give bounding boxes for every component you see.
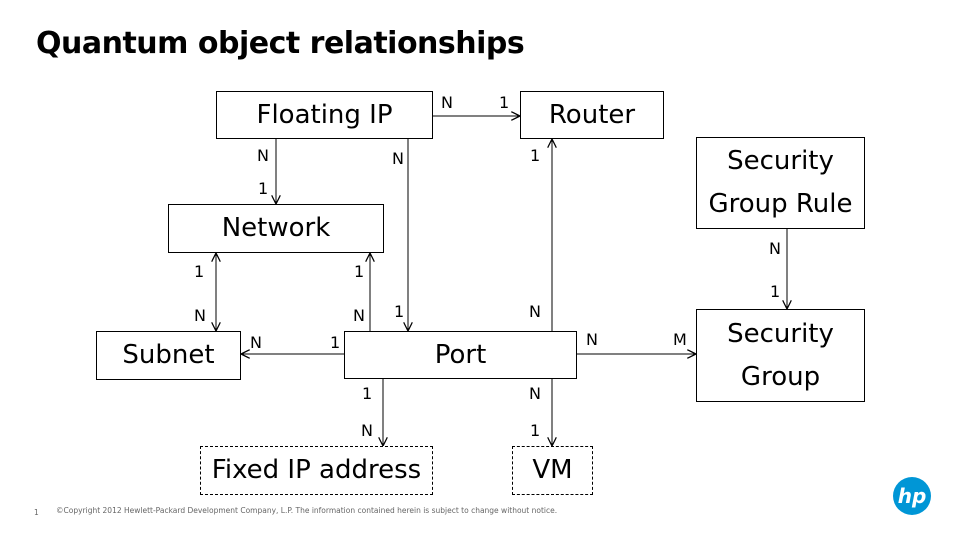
card-network-subnet-n: N xyxy=(194,306,206,325)
copyright-notice: ©Copyright 2012 Hewlett-Packard Developm… xyxy=(56,506,558,515)
node-subnet-label: Subnet xyxy=(122,340,215,371)
card-port-subnet-n: N xyxy=(250,333,262,352)
card-floatingip-router-1: 1 xyxy=(499,93,510,112)
card-port-router-1: 1 xyxy=(530,146,541,165)
card-port-sg-n: N xyxy=(586,330,598,349)
node-network: Network xyxy=(168,204,384,253)
node-floating-ip-label: Floating IP xyxy=(256,99,393,130)
card-sgrule-sg-n: N xyxy=(769,239,781,258)
card-floatingip-network-1: 1 xyxy=(258,179,269,198)
page-number: 1 xyxy=(34,508,39,517)
card-port-fixedip-1: 1 xyxy=(362,384,373,403)
card-port-vm-1: 1 xyxy=(530,421,541,440)
card-port-network-n: N xyxy=(353,306,365,325)
card-floatingip-router-n: N xyxy=(441,93,453,112)
card-floatingip-port-n: N xyxy=(392,149,404,168)
node-vm-label: VM xyxy=(532,455,573,486)
card-floatingip-network-n: N xyxy=(257,146,269,165)
node-fixed-ip-address: Fixed IP address xyxy=(200,446,433,495)
card-network-subnet-1: 1 xyxy=(194,262,205,281)
node-fixed-ip-label: Fixed IP address xyxy=(211,455,422,486)
card-port-network-1: 1 xyxy=(354,262,365,281)
card-port-router-n: N xyxy=(529,302,541,321)
node-subnet: Subnet xyxy=(96,331,241,380)
card-port-subnet-1: 1 xyxy=(330,333,341,352)
hp-logo-icon: hp xyxy=(893,477,931,515)
hp-logo-text: hp xyxy=(898,484,927,508)
card-floatingip-port-1: 1 xyxy=(394,302,405,321)
card-port-fixedip-n: N xyxy=(361,421,373,440)
node-vm: VM xyxy=(512,446,593,495)
node-security-group: Security Group xyxy=(696,309,865,402)
node-router: Router xyxy=(520,91,664,139)
card-sgrule-sg-1: 1 xyxy=(770,282,781,301)
hp-logo-circle xyxy=(893,477,931,515)
node-network-label: Network xyxy=(221,213,331,244)
node-floating-ip: Floating IP xyxy=(216,91,433,139)
slide-title: Quantum object relationships xyxy=(36,26,525,61)
node-port: Port xyxy=(344,331,577,379)
card-port-vm-n: N xyxy=(529,384,541,403)
node-security-group-rule: Security Group Rule xyxy=(696,137,865,229)
card-port-sg-m: M xyxy=(673,330,687,349)
node-security-group-label: Security Group xyxy=(727,318,834,392)
node-router-label: Router xyxy=(548,99,636,130)
node-port-label: Port xyxy=(434,339,487,370)
node-security-group-rule-label: Security Group Rule xyxy=(708,146,853,219)
